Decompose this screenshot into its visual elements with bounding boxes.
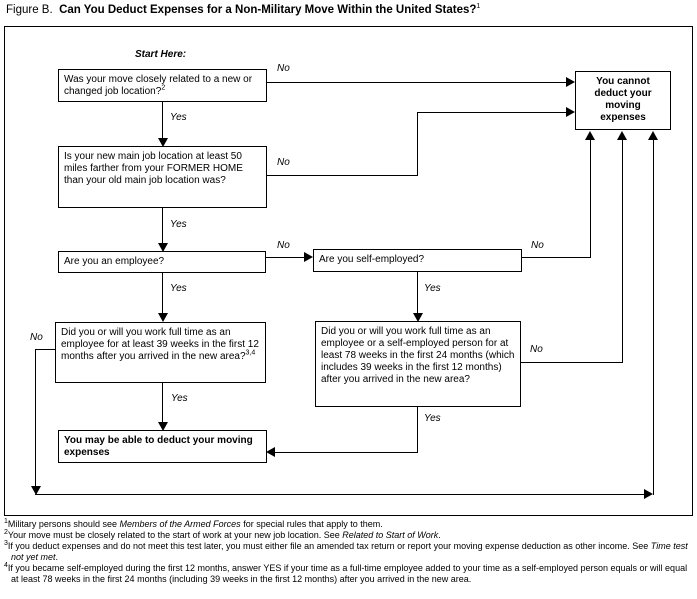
question-box-employee: Are you an employee? [58,251,266,273]
footnote-number: 2 [4,529,8,536]
footnote-text: for special rules that apply to them. [240,519,383,529]
footnote-2: 2Your move must be closely related to th… [4,529,695,541]
question-box-78-weeks: Did you or will you work full time as an… [315,321,521,407]
figure-label: Figure B. [6,4,53,16]
arrowhead-right-icon [644,489,653,499]
connector-q5-no [35,349,36,487]
connector-q2-no [267,175,418,176]
footnote-text: Military persons should see [7,519,120,529]
question-box-50-miles: Is your new main job location at least 5… [58,146,267,208]
footnote-1: 1Military persons should see Members of … [4,518,695,530]
label-no: No [530,344,543,355]
connector-q3-no [266,257,305,258]
connector-q4-yes [417,272,418,314]
label-no: No [531,240,544,251]
question-text: Did you or will you work full time as an… [61,327,259,362]
result-box-cannot-deduct: You cannot deduct your moving expenses [575,71,671,130]
connector-q5-no [35,349,56,350]
footnote-number: 3 [4,540,8,547]
arrowhead-down-icon [158,313,168,322]
connector-q1-no [267,82,567,83]
result-box-may-deduct: You may be able to deduct your moving ex… [58,430,267,463]
arrowhead-right-icon [566,107,575,117]
footnote-ref-1: 1 [476,3,481,11]
footnote-text: If you became self-employed during the f… [7,563,688,584]
label-no: No [277,63,290,74]
arrowhead-up-icon [648,131,658,140]
footnote-ref-2: 2 [161,84,166,92]
arrowhead-down-icon [158,243,168,252]
arrowhead-down-icon [158,138,168,147]
connector-q5-yes [162,383,163,423]
question-box-job-location: Was your move closely related to a new o… [58,69,267,102]
connector-q3-yes [162,273,163,314]
result-text: You may be able to deduct your moving ex… [64,435,253,458]
label-no: No [277,240,290,251]
arrowhead-down-icon [31,486,41,495]
footnotes: 1Military persons should see Members of … [4,518,695,585]
connector-q2-no [417,112,567,113]
label-yes: Yes [170,219,187,230]
arrowhead-up-icon [617,131,627,140]
footnote-number: 1 [4,518,8,525]
label-yes: Yes [424,283,441,294]
connector-q4-no [522,257,591,258]
footnote-ref-3-4: 3,4 [245,349,256,357]
label-yes: Yes [171,393,188,404]
arrowhead-up-icon [585,131,595,140]
connector-q6-no [622,140,623,363]
arrowhead-right-icon [304,252,313,262]
connector-q2-no [417,112,418,176]
question-text: Are you self-employed? [319,254,425,265]
connector-q5-no [653,140,654,495]
arrowhead-down-icon [158,422,168,431]
connector-q6-yes [417,407,418,453]
footnote-text: . [438,530,441,540]
footnote-italic-text: Time test not yet met [11,541,688,562]
footnote-3: 3If you deduct expenses and do not meet … [4,540,695,563]
arrowhead-left-icon [266,447,275,457]
question-text: Are you an employee? [64,256,165,267]
question-text: Was your move closely related to a new o… [64,74,253,97]
question-box-39-weeks: Did you or will you work full time as an… [55,322,266,383]
figure-title: Figure B. Can You Deduct Expenses for a … [6,3,481,16]
question-box-self-employed: Are you self-employed? [313,249,522,272]
start-here-label: Start Here: [135,49,187,60]
arrowhead-right-icon [566,77,575,87]
label-yes: Yes [170,112,187,123]
result-text: You cannot deduct your moving expenses [594,76,652,123]
footnote-4: 4If you became self-employed during the … [4,562,695,585]
connector-q1-yes [162,102,163,139]
connector-q2-yes [162,208,163,244]
question-text: Did you or will you work full time as an… [321,326,515,385]
arrowhead-down-icon [413,313,423,322]
label-no: No [30,332,43,343]
footnote-italic-text: Members of the Armed Forces [119,519,241,529]
label-no: No [277,157,290,168]
footnote-text: . [55,552,59,562]
figure-title-text: Can You Deduct Expenses for a Non-Milita… [59,4,477,16]
question-text: Is your new main job location at least 5… [64,151,243,186]
footnote-number: 4 [4,562,8,569]
footnote-text: Your move must be closely related to the… [7,530,343,540]
connector-q6-yes [275,452,418,453]
footnote-italic-text: Related to Start of Work [342,530,439,540]
label-yes: Yes [170,283,187,294]
connector-q5-no [35,494,645,495]
connector-q4-no [590,140,591,258]
label-yes: Yes [424,413,441,424]
connector-q6-no [521,362,623,363]
footnote-text: If you deduct expenses and do not meet t… [7,541,651,551]
figure-border [4,26,693,516]
